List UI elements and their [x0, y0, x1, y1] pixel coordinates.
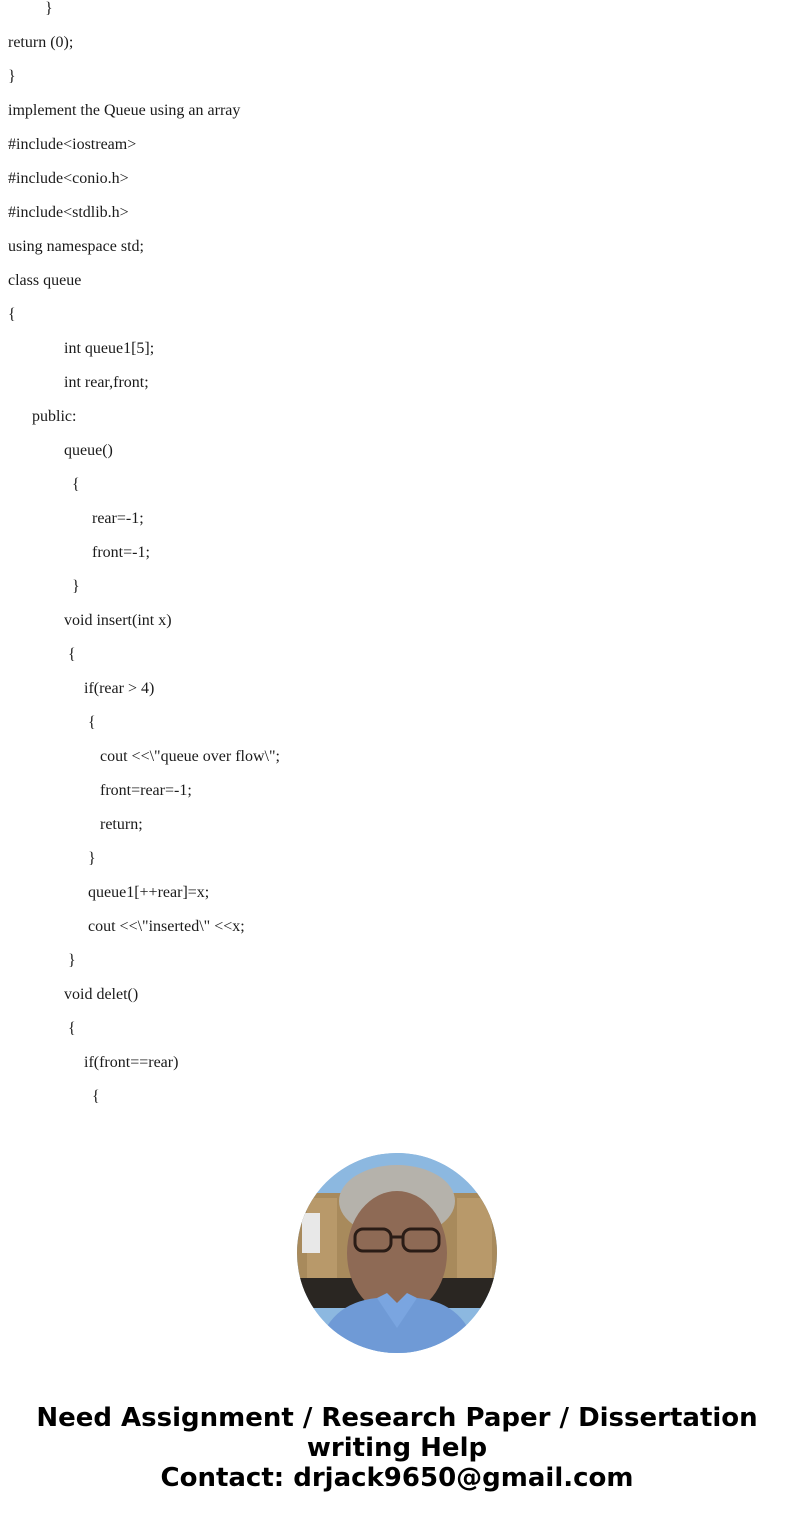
code-line: front=-1;: [92, 544, 150, 561]
author-avatar: [297, 1153, 497, 1353]
promo-line-2: writing Help: [306, 1433, 488, 1463]
code-line: if(front==rear): [84, 1054, 179, 1071]
promo-banner: Need Assignment / Research Paper / Disse…: [0, 1403, 794, 1493]
code-line: {: [68, 1020, 76, 1037]
person-photo-icon: [297, 1153, 497, 1353]
code-line: {: [88, 714, 96, 731]
code-line: front=rear=-1;: [100, 782, 192, 799]
code-line: queue(): [64, 442, 113, 459]
code-line: #include<conio.h>: [8, 170, 129, 187]
code-line: #include<iostream>: [8, 136, 137, 153]
code-line: }: [88, 850, 96, 867]
code-line: void insert(int x): [64, 612, 172, 629]
promo-line-1: Need Assignment / Research Paper / Disse…: [36, 1403, 758, 1433]
code-line: cout <<\"inserted\" <<x;: [88, 918, 245, 935]
code-line: {: [8, 306, 16, 323]
code-line: cout <<\"queue over flow\";: [100, 748, 280, 765]
promo-contact: Contact: drjack9650@gmail.com: [160, 1463, 634, 1493]
code-line: {: [92, 1088, 100, 1105]
code-line: if(rear > 4): [84, 680, 155, 697]
code-line: int queue1[5];: [64, 340, 155, 357]
code-line: }: [68, 952, 76, 969]
code-line: return;: [100, 816, 143, 833]
code-line: {: [68, 646, 76, 663]
code-line: void delet(): [64, 986, 139, 1003]
code-line: queue1[++rear]=x;: [88, 884, 210, 901]
code-line: public:: [32, 408, 77, 425]
code-line: rear=-1;: [92, 510, 144, 527]
code-line: return (0);: [8, 34, 74, 51]
code-line: int rear,front;: [64, 374, 149, 391]
code-line: #include<stdlib.h>: [8, 204, 129, 221]
code-line: implement the Queue using an array: [8, 102, 241, 119]
code-line: }: [45, 0, 53, 17]
code-line: }: [72, 578, 80, 595]
code-line: using namespace std;: [8, 238, 144, 255]
code-line: }: [8, 68, 16, 85]
code-line: class queue: [8, 272, 82, 289]
code-line: {: [72, 476, 80, 493]
